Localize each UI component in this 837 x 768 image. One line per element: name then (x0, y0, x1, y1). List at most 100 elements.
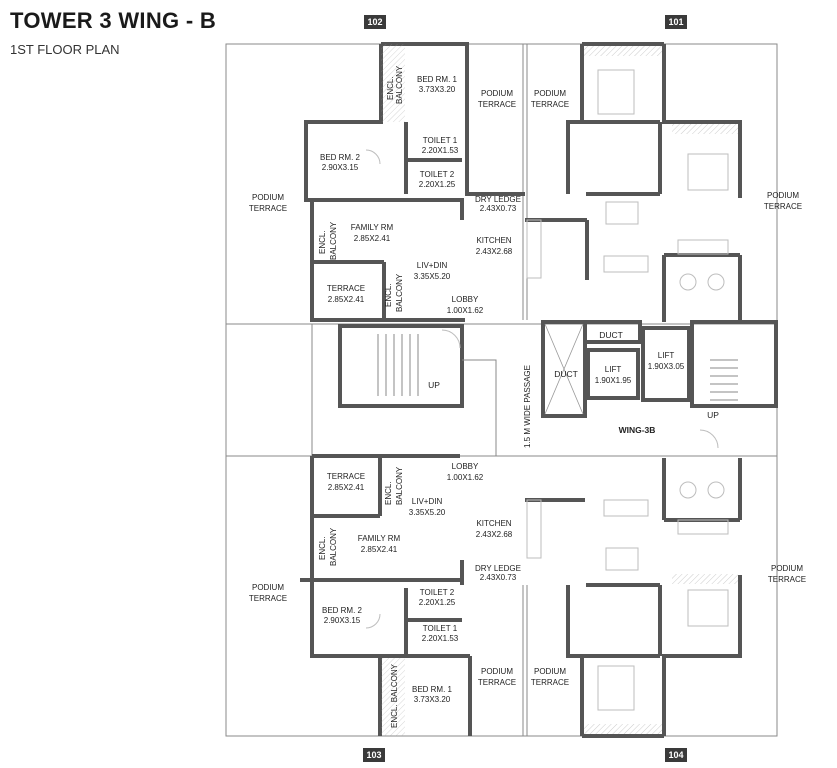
dry-ledge-size: 2.43X0.73 (480, 204, 517, 213)
terrace-label: TERRACE (531, 678, 569, 687)
flat-102-walls (304, 42, 589, 322)
family-size: 2.85X2.41 (361, 545, 398, 554)
terrace-room-label: TERRACE (327, 284, 365, 293)
lobby-label: LOBBY (452, 295, 479, 304)
kitchen-label: KITCHEN (476, 519, 511, 528)
bed2-label: BED RM. 2 (322, 606, 363, 615)
terrace-label: TERRACE (478, 100, 516, 109)
encl-label: ENCL. (384, 481, 393, 505)
lift1-size: 1.90X1.95 (595, 376, 632, 385)
toilet2-label: TOILET 2 (420, 588, 455, 597)
stair-up-label: UP (707, 410, 719, 420)
family-size: 2.85X2.41 (354, 234, 391, 243)
encl-label: ENCL. (318, 230, 327, 254)
bed1-size: 3.73X3.20 (414, 695, 451, 704)
furniture (365, 69, 729, 711)
terrace-label: TERRACE (768, 575, 806, 584)
livdin-size: 3.35X5.20 (414, 272, 451, 281)
toilet1-label: TOILET 1 (423, 624, 458, 633)
page-subtitle: 1ST FLOOR PLAN (10, 42, 120, 57)
podium-label: PODIUM (252, 583, 284, 592)
bed2-label: BED RM. 2 (320, 153, 361, 162)
toilet2-size: 2.20X1.25 (419, 180, 456, 189)
duct-label: DUCT (554, 369, 578, 379)
encl-label: ENCL. (386, 76, 395, 100)
kitchen-size: 2.43X2.68 (476, 247, 513, 256)
terrace-label: TERRACE (764, 202, 802, 211)
balcony-label: BALCONY (395, 65, 404, 104)
kitchen-label: KITCHEN (476, 236, 511, 245)
lift1-label: LIFT (605, 365, 622, 374)
family-label: FAMILY RM (358, 534, 401, 543)
lobby-label: LOBBY (452, 462, 479, 471)
balcony-label: BALCONY (395, 466, 404, 505)
podium-label: PODIUM (534, 89, 566, 98)
terrace-room-size: 2.85X2.41 (328, 483, 365, 492)
balcony-label: BALCONY (329, 221, 338, 260)
bed1-size: 3.73X3.20 (419, 85, 456, 94)
encl-label: ENCL. (318, 536, 327, 560)
podium-label: PODIUM (534, 667, 566, 676)
toilet1-size: 2.20X1.53 (422, 146, 459, 155)
bed1-label: BED RM. 1 (417, 75, 458, 84)
stair-treads (377, 334, 738, 401)
core-walls (338, 320, 778, 418)
toilet1-size: 2.20X1.53 (422, 634, 459, 643)
duct-label: DUCT (599, 330, 623, 340)
lobby-size: 1.00X1.62 (447, 473, 484, 482)
dry-ledge-label: DRY LEDGE (475, 564, 521, 573)
site-outline (225, 43, 778, 737)
flat-tag-103: 103 (363, 748, 385, 762)
podium-label: PODIUM (252, 193, 284, 202)
flat-104-walls (566, 458, 742, 738)
terrace-room-label: TERRACE (327, 472, 365, 481)
podium-label: PODIUM (771, 564, 803, 573)
toilet1-label: TOILET 1 (423, 136, 458, 145)
page-title: TOWER 3 WING - B (10, 8, 217, 33)
podium-label: PODIUM (767, 191, 799, 200)
bed1-label: BED RM. 1 (412, 685, 453, 694)
lift2-size: 1.90X3.05 (648, 362, 685, 371)
flat-101-walls (566, 42, 742, 322)
wardrobe-hatch (584, 46, 662, 56)
balcony-label: BALCONY (329, 527, 338, 566)
livdin-label: LIV+DIN (417, 261, 448, 270)
stair-up-label: UP (428, 380, 440, 390)
terrace-label: TERRACE (531, 100, 569, 109)
dry-ledge-size: 2.43X0.73 (480, 573, 517, 582)
terrace-room-size: 2.85X2.41 (328, 295, 365, 304)
ramp-line (462, 359, 497, 456)
livdin-label: LIV+DIN (412, 497, 443, 506)
kitchen-size: 2.43X2.68 (476, 530, 513, 539)
balcony-label: BALCONY (395, 273, 404, 312)
bed2-size: 2.90X3.15 (324, 616, 361, 625)
terrace-label: TERRACE (249, 204, 287, 213)
terrace-label: TERRACE (249, 594, 287, 603)
passage-label: 1.5 M WIDE PASSAGE (523, 365, 532, 448)
lift2-label: LIFT (658, 351, 675, 360)
toilet2-size: 2.20X1.25 (419, 598, 456, 607)
flat-tag-102: 102 (364, 15, 386, 29)
livdin-size: 3.35X5.20 (409, 508, 446, 517)
duct-x (544, 323, 584, 415)
flat-103-walls (300, 454, 585, 736)
dry-ledge-label: DRY LEDGE (475, 195, 521, 204)
encl-label: ENCL. (384, 283, 393, 307)
podium-label: PODIUM (481, 89, 513, 98)
balcony-hatch (381, 44, 405, 122)
toilet2-label: TOILET 2 (420, 170, 455, 179)
podium-label: PODIUM (481, 667, 513, 676)
flat-tag-104: 104 (665, 748, 687, 762)
terrace-label: TERRACE (478, 678, 516, 687)
wardrobe-hatch (672, 124, 738, 134)
wardrobe-hatch (672, 574, 738, 584)
wing-label: WING-3B (619, 425, 656, 435)
bed2-size: 2.90X3.15 (322, 163, 359, 172)
lobby-size: 1.00X1.62 (447, 306, 484, 315)
encl-balcony-label: ENCL. BALCONY (390, 663, 399, 728)
balcony-hatch (381, 658, 405, 736)
family-label: FAMILY RM (351, 223, 394, 232)
flat-tag-101: 101 (665, 15, 687, 29)
wardrobe-hatch (584, 724, 662, 734)
